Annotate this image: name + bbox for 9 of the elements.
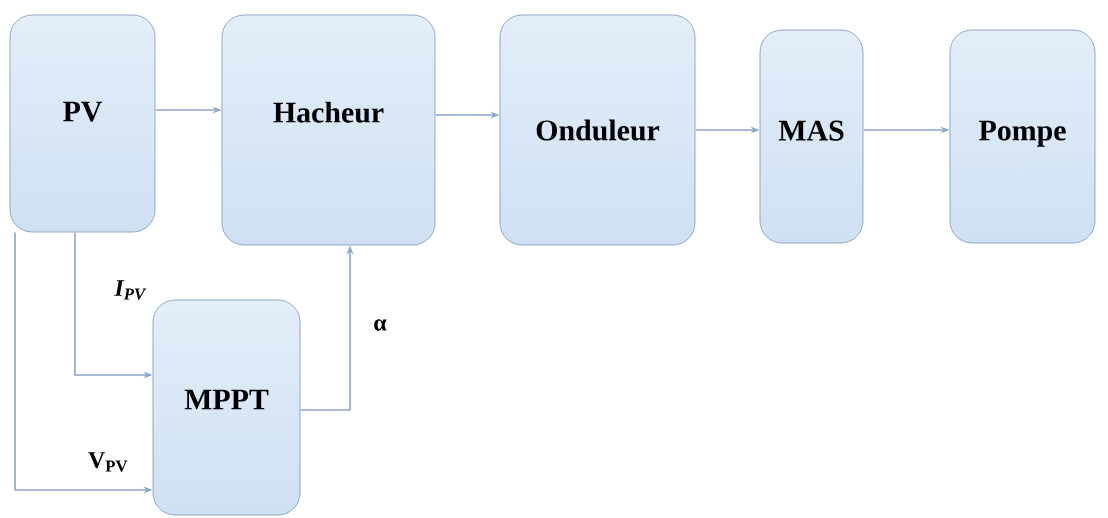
edge-label: V$_{PV}$ bbox=[88, 452, 128, 472]
edge-label: I$_{PV}$ bbox=[114, 280, 147, 300]
block-box: PV bbox=[9, 14, 156, 233]
edge-label: α bbox=[374, 319, 387, 331]
block-box: Onduleur bbox=[499, 14, 696, 246]
block-box: MAS bbox=[759, 29, 864, 244]
block-box: MPPT bbox=[152, 299, 301, 516]
block-box: Hacheur bbox=[221, 14, 436, 246]
block-box: Pompe bbox=[949, 29, 1096, 244]
